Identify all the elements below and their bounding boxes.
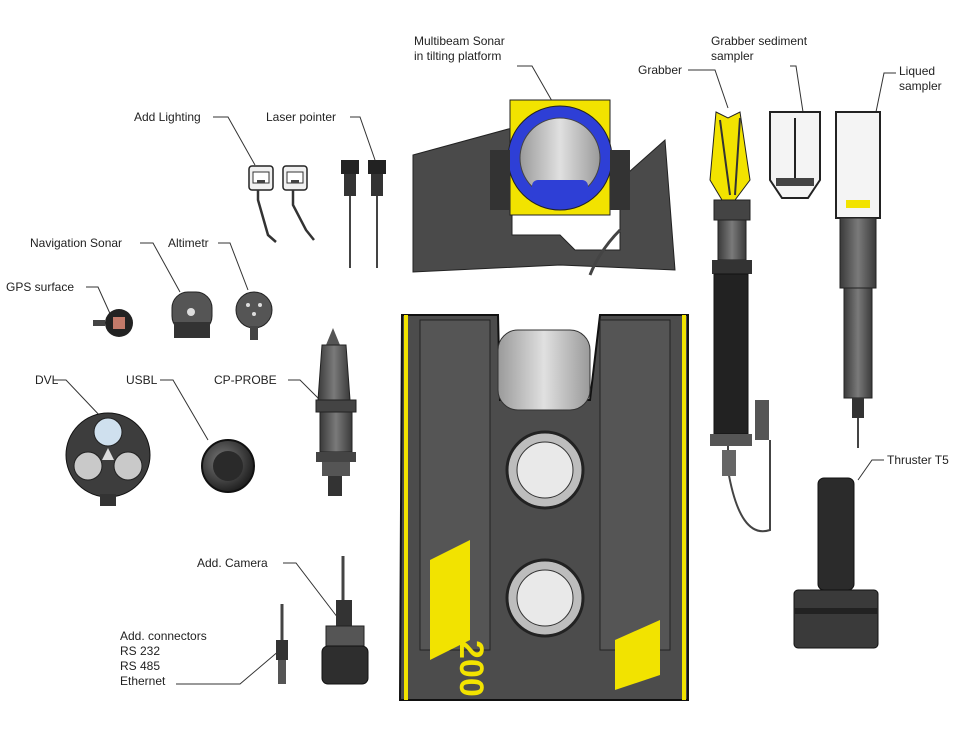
navigation-sonar-label: Navigation Sonar	[30, 236, 123, 250]
add-lighting-unit	[248, 165, 315, 243]
thruster-t5-unit	[793, 477, 879, 649]
liquid-sampler-unit	[835, 111, 881, 448]
thruster-label: Thruster T5	[887, 453, 949, 467]
grabber-sediment-sampler-unit	[769, 111, 821, 199]
usbl-label: USBL	[126, 373, 158, 387]
dvl-unit	[65, 412, 151, 506]
laser-pointer-label: Laser pointer	[266, 110, 337, 124]
liquid-sampler-label-line2: sampler	[899, 79, 942, 93]
rov-vehicle: 200	[398, 314, 689, 701]
grabber-sediment-label: Grabber sediment sampler	[711, 34, 807, 64]
multibeam-sonar-label-line1: Multibeam Sonar	[414, 34, 505, 48]
grabber-sediment-label-line2: sampler	[711, 49, 754, 63]
connectors-unit	[276, 604, 288, 684]
add-lighting-label: Add Lighting	[134, 110, 201, 124]
altimeter-unit	[235, 291, 273, 340]
multibeam-sonar-label-line2: in tilting platform	[414, 49, 502, 63]
cp-probe-unit	[315, 328, 357, 496]
navigation-sonar-unit	[171, 291, 213, 338]
usbl-unit	[201, 439, 255, 493]
gps-surface-unit	[93, 309, 133, 337]
laser-pointer-unit	[341, 160, 386, 268]
grabber-label: Grabber	[638, 63, 683, 77]
altimeter-label: Altimetr	[168, 236, 209, 250]
liquid-sampler-label-line1: Liqued	[899, 64, 936, 78]
grabber-sediment-label-line1: Grabber sediment	[711, 34, 808, 48]
multibeam-sonar-unit	[412, 99, 676, 276]
grabber-unit	[709, 111, 771, 533]
vehicle-mark: 200	[452, 640, 490, 697]
liquid-sampler-label: Liqued sampler	[899, 64, 942, 94]
gps-surface-label: GPS surface	[6, 280, 75, 294]
add-camera-label: Add. Camera	[197, 556, 268, 570]
leader-lines	[53, 65, 896, 685]
connectors-label-line3: RS 485	[120, 659, 161, 673]
add-camera-unit	[321, 556, 369, 685]
connectors-label-line2: RS 232	[120, 644, 161, 658]
dvl-label: DVL	[35, 373, 59, 387]
cp-probe-label: CP-PROBE	[214, 373, 277, 387]
connectors-label-line4: Ethernet	[120, 674, 166, 688]
multibeam-sonar-label: Multibeam Sonar in tilting platform	[414, 34, 505, 64]
connectors-label: Add. connectors RS 232 RS 485 Ethernet	[120, 629, 207, 689]
connectors-label-line1: Add. connectors	[120, 629, 207, 643]
